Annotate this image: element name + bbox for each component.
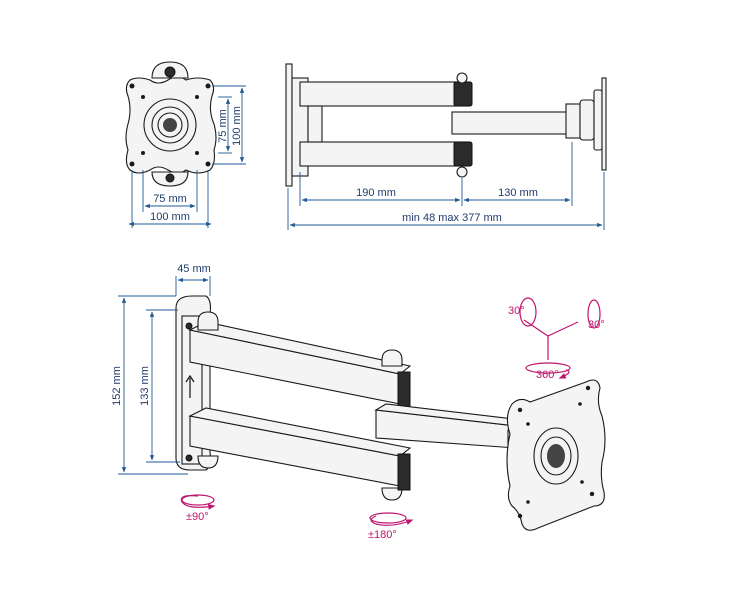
dim-arm1: 190 mm	[356, 187, 396, 199]
dim-height-inner: 133 mm	[139, 366, 151, 406]
rot-wall-label: ±90°	[186, 511, 209, 523]
arm1-upper-side	[299, 81, 469, 107]
vesa-plate-front-view: 75 mm 100 mm 75 mm 100 mm	[125, 61, 246, 228]
dim-horizontal-small: 75 mm	[153, 193, 187, 205]
dim-arm2: 130 mm	[498, 187, 538, 199]
swivel-label: 360°	[536, 369, 559, 381]
mount-holes	[129, 83, 211, 167]
arm1-lower-side	[299, 141, 469, 167]
dim-horizontal-large: 100 mm	[150, 211, 190, 223]
arm2-side	[451, 111, 579, 135]
rot-arm-label: ±180°	[368, 529, 397, 541]
dim-wall-depth: 45 mm	[177, 263, 211, 275]
wall-plate-side	[285, 63, 293, 187]
tilt-left-label: 30°	[508, 305, 525, 317]
dim-height-outer: 152 mm	[111, 366, 123, 406]
tilt-swivel-indicator: 30° 30° 360°	[508, 297, 605, 381]
rotation-wall-indicator: ±90°	[180, 494, 216, 523]
dim-vertical-large: 100 mm	[231, 106, 243, 146]
dim-vertical-small: 75 mm	[217, 109, 229, 143]
mount-perspective-view: 45 mm 152 mm 133 mm ±90° ±180° 30°	[111, 263, 606, 541]
dim-total-range: min 48 max 377 mm	[402, 212, 502, 224]
tilt-head-side	[579, 99, 595, 141]
tilt-right-label: 30°	[588, 319, 605, 331]
vesa-plate-side	[601, 77, 607, 171]
arm-side-view: 190 mm 130 mm min 48 max 377 mm	[285, 63, 607, 230]
rotation-arm-indicator: ±180°	[368, 512, 414, 541]
